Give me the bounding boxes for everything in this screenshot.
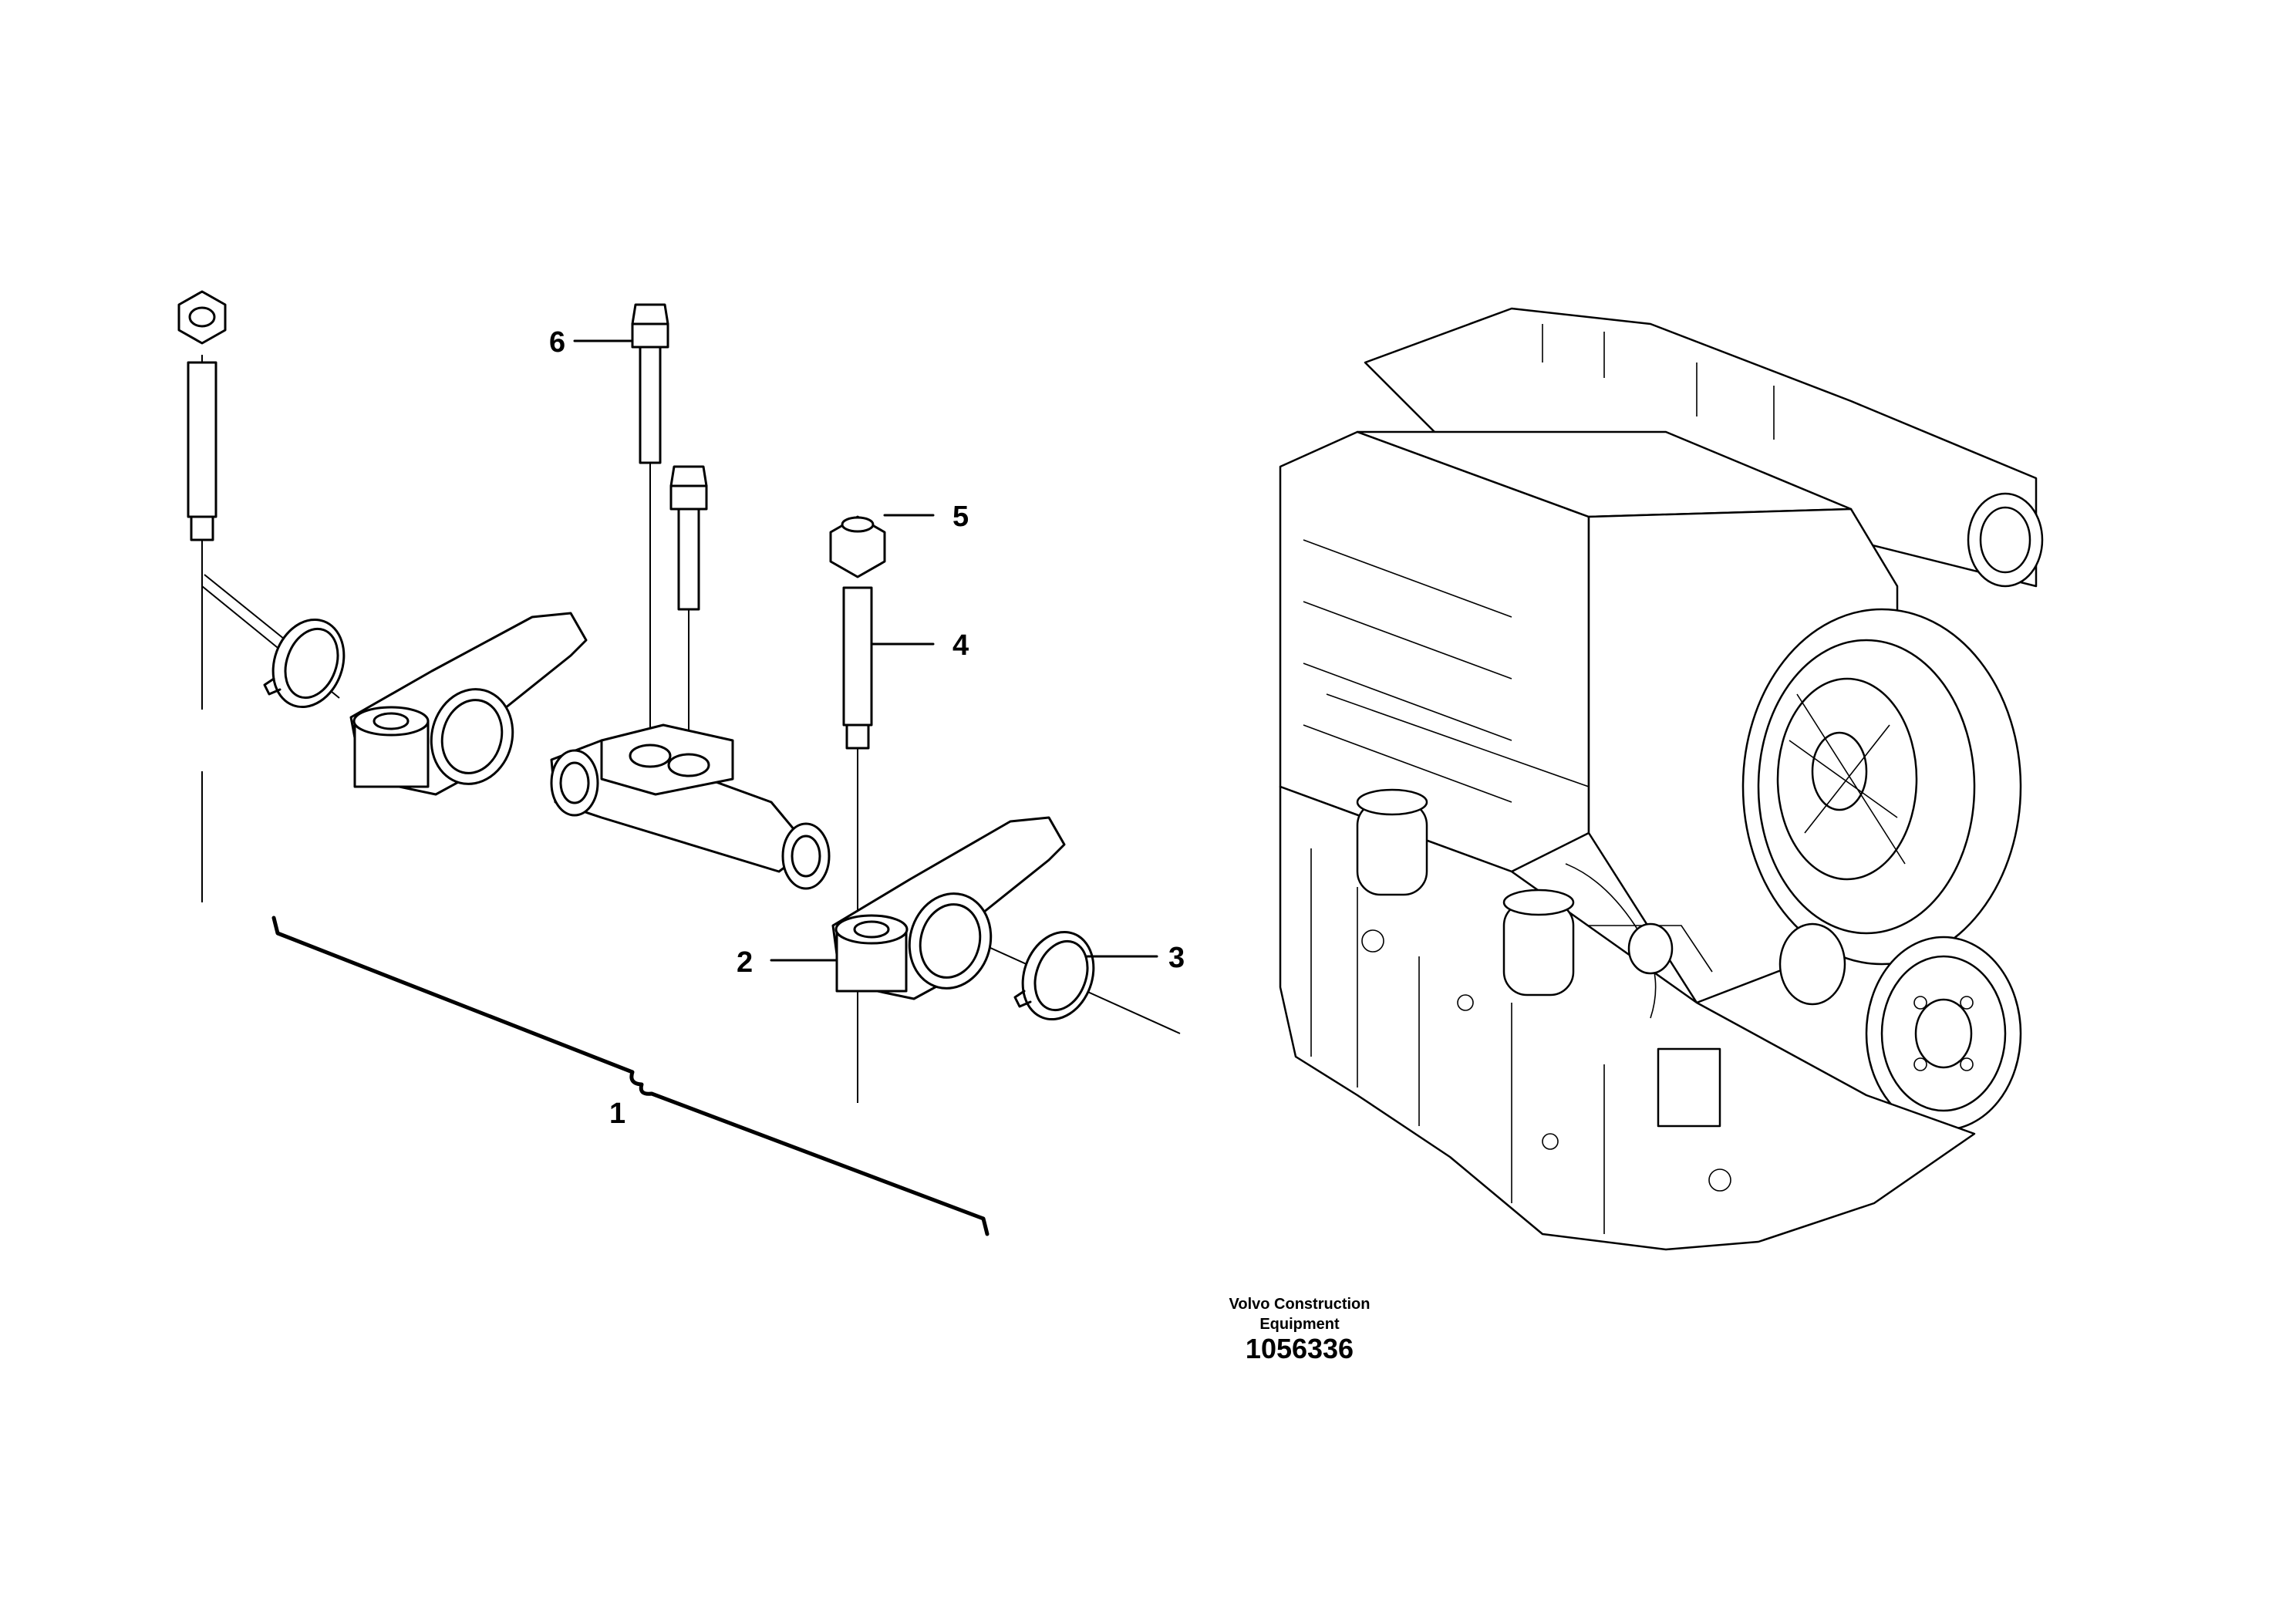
callout-1: 1	[609, 1098, 625, 1130]
lock-nut-right	[829, 515, 886, 578]
callout-2: 2	[737, 946, 753, 979]
callout-3: 3	[1168, 942, 1185, 974]
retaining-ring-left	[263, 618, 346, 709]
callout-5: 5	[952, 501, 969, 533]
retaining-ring-right	[1013, 930, 1095, 1021]
adjusting-screw-right	[842, 586, 873, 750]
assembly-brace	[271, 916, 990, 1236]
callout-6: 6	[549, 326, 565, 359]
oil-filter	[1356, 788, 1575, 996]
adjusting-screw-left	[177, 290, 227, 541]
rocker-arm-right	[831, 816, 1066, 1000]
callout-4: 4	[952, 629, 969, 662]
brand-caption: Volvo Construction Equipment	[1229, 1296, 1371, 1333]
bolt-upper	[631, 303, 669, 464]
bolt-lower	[669, 465, 708, 611]
fan-pulley	[1741, 608, 2022, 966]
drawing-number: 1056336	[1245, 1333, 1354, 1364]
rocker-arm-left	[349, 612, 588, 796]
rocker-assembly-exploded-view: 6 5 4 2 3 1	[177, 290, 1185, 1236]
crank-pulley	[1778, 922, 2022, 1131]
engine-illustration	[1279, 307, 2044, 1251]
rocker-shaft-bracket	[550, 723, 831, 890]
